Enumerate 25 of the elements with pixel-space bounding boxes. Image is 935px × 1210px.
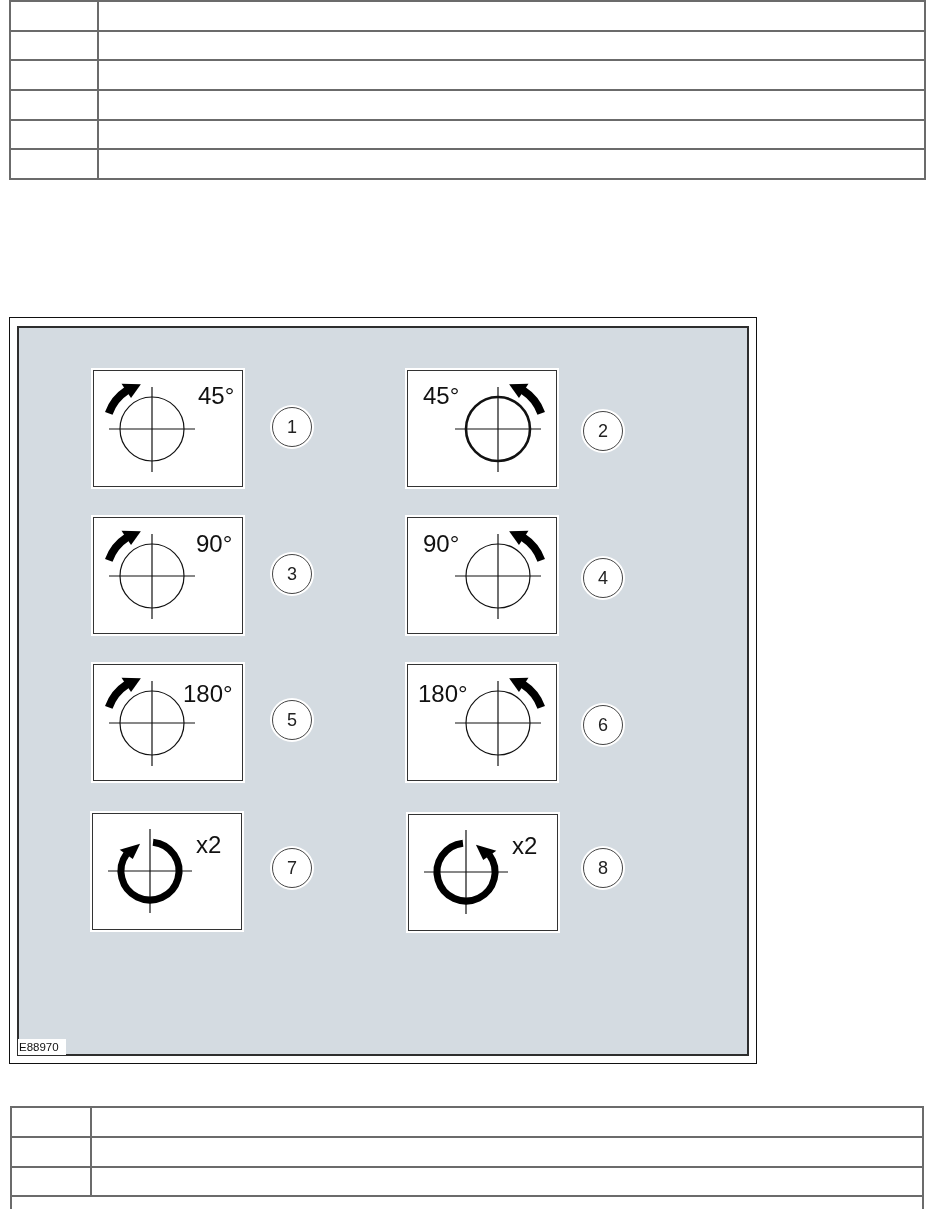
rotation-symbol-panel: [93, 370, 243, 487]
angle-label: 45°: [198, 384, 235, 408]
callout-number: 1: [272, 407, 312, 447]
angle-label: 45°: [423, 384, 460, 408]
callout-number: 2: [583, 411, 623, 451]
callout-number: 7: [272, 848, 312, 888]
callout-number: 8: [583, 848, 623, 888]
rotation-symbol-panel: [408, 814, 558, 931]
rotation-symbol-panel: [93, 664, 243, 781]
callout-number: 6: [583, 705, 623, 745]
angle-label: 180°: [418, 682, 468, 706]
turn-count-label: x2: [196, 833, 222, 857]
angle-label: 180°: [183, 682, 233, 706]
figure-id-label: E88970: [18, 1039, 66, 1055]
rotation-symbol-panel: [407, 517, 557, 634]
rotation-symbol-panel: [93, 517, 243, 634]
angle-label: 90°: [196, 532, 233, 556]
rotation-symbol-panel: [92, 813, 242, 930]
callout-number: 3: [272, 554, 312, 594]
callout-number: 4: [583, 558, 623, 598]
callout-number: 5: [272, 700, 312, 740]
turn-count-label: x2: [512, 834, 538, 858]
rotation-symbol-panel: [407, 370, 557, 487]
angle-label: 90°: [423, 532, 460, 556]
rotation-symbol-panel: [407, 664, 557, 781]
